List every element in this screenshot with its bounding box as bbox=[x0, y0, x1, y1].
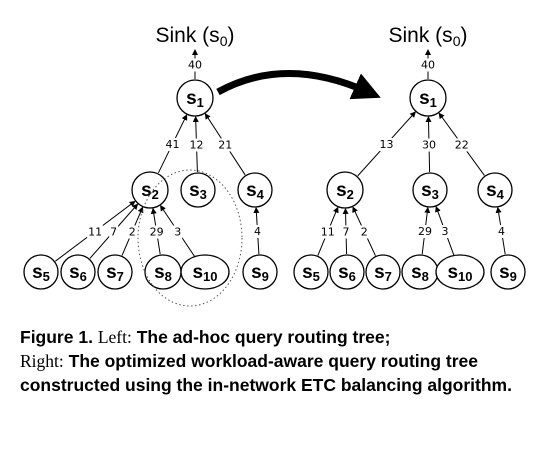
edge-label-bg bbox=[187, 58, 203, 72]
node-label: s10 bbox=[192, 262, 217, 284]
edge-label-bg bbox=[453, 138, 470, 152]
edge-label-s8: 29 bbox=[150, 225, 164, 238]
caption-right-text: The optimized workload-aware query routi… bbox=[20, 351, 512, 395]
node-label: s9 bbox=[251, 262, 269, 284]
node-label: s4 bbox=[486, 180, 505, 202]
edge-label-s2: 41 bbox=[166, 138, 180, 151]
edge-label-s10: 3 bbox=[442, 225, 449, 238]
node-label: s9 bbox=[499, 262, 517, 284]
edge-label-s9: 4 bbox=[498, 225, 505, 238]
edge-label-bg bbox=[188, 138, 205, 152]
node-label: s10 bbox=[447, 262, 472, 284]
edge-label-s1: 40 bbox=[188, 59, 202, 72]
node-s7: s7 bbox=[97, 254, 133, 290]
edge-label-s5: 11 bbox=[321, 225, 335, 238]
caption-left-text: The ad-hoc query routing tree; bbox=[136, 327, 391, 347]
node-s7: s7 bbox=[365, 254, 401, 290]
edge-label-s7: 2 bbox=[361, 225, 368, 238]
edge-label-s3: 12 bbox=[190, 138, 204, 151]
transform-arrow bbox=[216, 70, 381, 100]
node-s9: s9 bbox=[242, 254, 278, 290]
edge-label-bg bbox=[420, 58, 436, 72]
node-label: s4 bbox=[246, 180, 265, 202]
node-s5: s5 bbox=[23, 254, 59, 290]
node-s3: s3 bbox=[412, 172, 448, 208]
edge-label-bg bbox=[217, 138, 234, 152]
edge-label-s10: 3 bbox=[174, 225, 181, 238]
node-label: s1 bbox=[419, 88, 437, 110]
edge-label-s4: 22 bbox=[455, 138, 469, 151]
edge-label-bg bbox=[87, 225, 104, 239]
edge-label-bg bbox=[421, 138, 438, 152]
node-label: s1 bbox=[186, 88, 204, 110]
figure-caption: Figure 1. Left: The ad-hoc query routing… bbox=[20, 325, 525, 397]
node-label: s3 bbox=[189, 180, 207, 202]
edge-label-bg bbox=[359, 225, 369, 239]
edge-label-bg bbox=[173, 225, 183, 239]
node-label: s2 bbox=[141, 180, 159, 202]
edge-label-s8: 29 bbox=[418, 225, 432, 238]
node-s2: s2 bbox=[131, 171, 169, 209]
edge-label-s5: 11 bbox=[88, 225, 102, 238]
node-s2: s2 bbox=[326, 171, 364, 209]
node-label: s5 bbox=[302, 262, 320, 284]
node-label: s7 bbox=[374, 262, 392, 284]
sink-label: Sink (s0) bbox=[156, 24, 235, 49]
node-s9: s9 bbox=[490, 254, 526, 290]
node-s8: s8 bbox=[144, 254, 182, 290]
node-label: s6 bbox=[338, 262, 356, 284]
node-label: s5 bbox=[32, 262, 50, 284]
edge-label-s1: 40 bbox=[421, 59, 435, 72]
node-label: s2 bbox=[336, 180, 354, 202]
node-label: s3 bbox=[421, 180, 439, 202]
edge-label-bg bbox=[440, 225, 450, 238]
node-s1: s1 bbox=[176, 79, 214, 117]
node-s3: s3 bbox=[180, 172, 216, 208]
edge-label-s9: 4 bbox=[254, 225, 261, 238]
node-label: s7 bbox=[106, 262, 124, 284]
node-label: s6 bbox=[69, 262, 87, 284]
node-s6: s6 bbox=[60, 254, 96, 290]
node-label: s8 bbox=[154, 262, 172, 284]
node-s1: s1 bbox=[409, 79, 447, 117]
edge-label-s6: 7 bbox=[110, 225, 117, 238]
edge-label-bg bbox=[417, 225, 433, 238]
node-label: s8 bbox=[411, 262, 429, 284]
caption-left-word: Left: bbox=[97, 327, 132, 347]
edge-label-bg bbox=[109, 225, 119, 239]
node-s6: s6 bbox=[329, 254, 365, 290]
node-s4: s4 bbox=[477, 172, 513, 208]
edge-label-s2: 13 bbox=[380, 138, 394, 151]
rebalanced-subtree-highlight bbox=[137, 169, 243, 307]
edge-label-s6: 7 bbox=[343, 225, 350, 238]
node-s10: s10 bbox=[180, 254, 230, 290]
edge-label-bg bbox=[164, 138, 181, 151]
edge-label-bg bbox=[253, 225, 262, 238]
edge-label-bg bbox=[378, 138, 395, 151]
node-s10: s10 bbox=[435, 254, 485, 290]
figure-number: Figure 1. bbox=[20, 327, 93, 347]
edge-label-bg bbox=[148, 225, 165, 239]
sink-label: Sink (s0) bbox=[389, 24, 468, 49]
edge-label-bg bbox=[341, 225, 351, 239]
edge-label-bg bbox=[319, 225, 336, 239]
node-s5: s5 bbox=[293, 254, 329, 290]
node-s8: s8 bbox=[401, 254, 439, 290]
edge-label-bg bbox=[127, 225, 137, 239]
edge-label-s7: 2 bbox=[129, 225, 136, 238]
edge-label-s3: 30 bbox=[422, 138, 436, 151]
caption-right-word: Right: bbox=[20, 351, 64, 371]
node-s4: s4 bbox=[237, 172, 273, 208]
edge-label-s4: 21 bbox=[218, 138, 232, 151]
edge-label-bg bbox=[497, 225, 506, 238]
